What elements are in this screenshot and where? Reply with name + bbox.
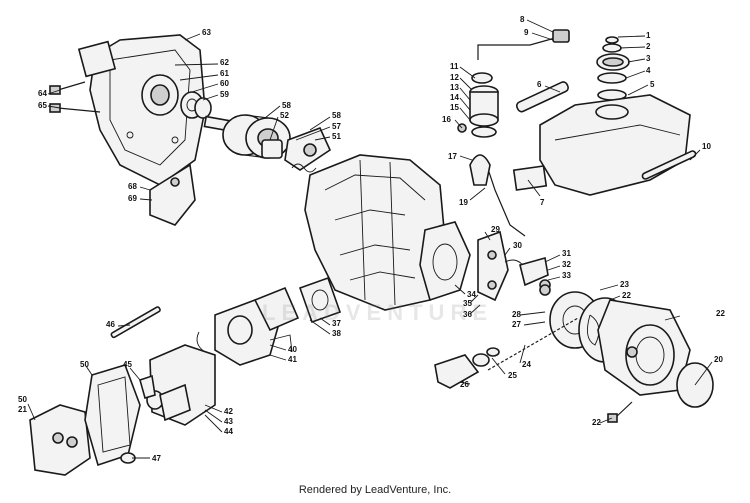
callout-42: 42 — [224, 407, 233, 416]
callout-61: 61 — [220, 69, 229, 78]
callout-40: 40 — [288, 345, 297, 354]
small-part-47 — [139, 374, 156, 400]
callout-69: 69 — [128, 194, 137, 203]
callout-15: 15 — [450, 103, 459, 112]
bracket-70-71 — [149, 163, 196, 226]
callout-52: 52 — [280, 111, 289, 120]
callout-50: 50 — [18, 395, 27, 404]
callout-68: 68 — [128, 182, 137, 191]
air-filter-51 — [84, 364, 141, 467]
screws-68-69 — [49, 81, 101, 113]
callout-25: 25 — [508, 371, 517, 380]
callout-20: 20 — [714, 355, 723, 364]
air-filter-cover-52 — [29, 404, 91, 476]
callout-6: 6 — [537, 80, 542, 89]
callout-50: 50 — [80, 360, 89, 369]
fuel-tank — [539, 94, 691, 196]
callout-34: 34 — [467, 290, 476, 299]
spacer-gaskets — [253, 276, 342, 332]
callout-37: 37 — [332, 319, 341, 328]
callout-60: 60 — [220, 79, 229, 88]
fuel-cap-stack — [596, 36, 630, 101]
callout-36: 36 — [463, 310, 472, 319]
callout-51: 51 — [332, 132, 341, 141]
callout-31: 31 — [562, 249, 571, 258]
callout-59: 59 — [220, 90, 229, 99]
clutch-housing — [77, 34, 206, 186]
callout-58: 58 — [332, 111, 341, 120]
callout-23: 23 — [620, 280, 629, 289]
callout-10: 10 — [702, 142, 711, 151]
callout-14: 14 — [450, 93, 459, 102]
callout-47: 47 — [152, 454, 161, 463]
gasket-36 — [419, 221, 471, 302]
label-8 — [512, 165, 548, 191]
callout-24: 24 — [522, 360, 531, 369]
callout-29: 29 — [491, 225, 500, 234]
fuel-valve-stack — [457, 72, 499, 186]
callout-22: 22 — [622, 291, 631, 300]
callout-labels: 1234567891011121314151617192021222222232… — [18, 15, 725, 463]
starter-housing — [597, 299, 691, 396]
callout-12: 12 — [450, 73, 459, 82]
callout-27: 27 — [512, 320, 521, 329]
callout-45: 45 — [123, 360, 132, 369]
screws-22-lower — [607, 401, 633, 423]
callout-19: 19 — [459, 198, 468, 207]
callout-43: 43 — [224, 417, 233, 426]
callout-62: 62 — [220, 58, 229, 67]
footer-credit: Rendered by LeadVenture, Inc. — [298, 484, 452, 496]
clutch-shoes — [261, 126, 332, 173]
watermark: LEADVENTURE — [262, 300, 494, 325]
callout-22: 22 — [592, 418, 601, 427]
callout-58: 58 — [282, 101, 291, 110]
callout-44: 44 — [224, 427, 233, 436]
callout-33: 33 — [562, 271, 571, 280]
callout-32: 32 — [562, 260, 571, 269]
callout-63: 63 — [202, 28, 211, 37]
starter-handle — [434, 347, 500, 389]
callout-41: 41 — [288, 355, 297, 364]
callout-38: 38 — [332, 329, 341, 338]
callout-8: 8 — [520, 15, 525, 24]
studs-50 — [110, 306, 161, 464]
starter-rope — [487, 317, 579, 371]
callout-57: 57 — [332, 122, 341, 131]
callout-3: 3 — [646, 54, 651, 63]
callout-17: 17 — [448, 152, 457, 161]
callout-46: 46 — [106, 320, 115, 329]
strap-7 — [515, 81, 569, 113]
callout-64: 64 — [38, 89, 47, 98]
callout-26: 26 — [460, 380, 469, 389]
callout-13: 13 — [450, 83, 459, 92]
callout-2: 2 — [646, 42, 651, 51]
ignition-module — [477, 230, 526, 302]
callout-leaders — [27, 19, 713, 459]
rod-20 — [641, 150, 697, 180]
callout-65: 65 — [38, 101, 47, 110]
callout-22: 22 — [716, 309, 725, 318]
air-box-44-46 — [146, 344, 216, 426]
callout-11: 11 — [450, 62, 459, 71]
callout-4: 4 — [646, 66, 651, 75]
callout-28: 28 — [512, 310, 521, 319]
callout-16: 16 — [442, 115, 451, 124]
callout-9: 9 — [524, 28, 529, 37]
callout-35: 35 — [463, 299, 472, 308]
callout-5: 5 — [650, 80, 655, 89]
fuel-line — [477, 29, 570, 237]
callout-30: 30 — [513, 241, 522, 250]
callout-1: 1 — [646, 31, 651, 40]
callout-7: 7 — [540, 198, 545, 207]
callout-21: 21 — [18, 405, 27, 414]
